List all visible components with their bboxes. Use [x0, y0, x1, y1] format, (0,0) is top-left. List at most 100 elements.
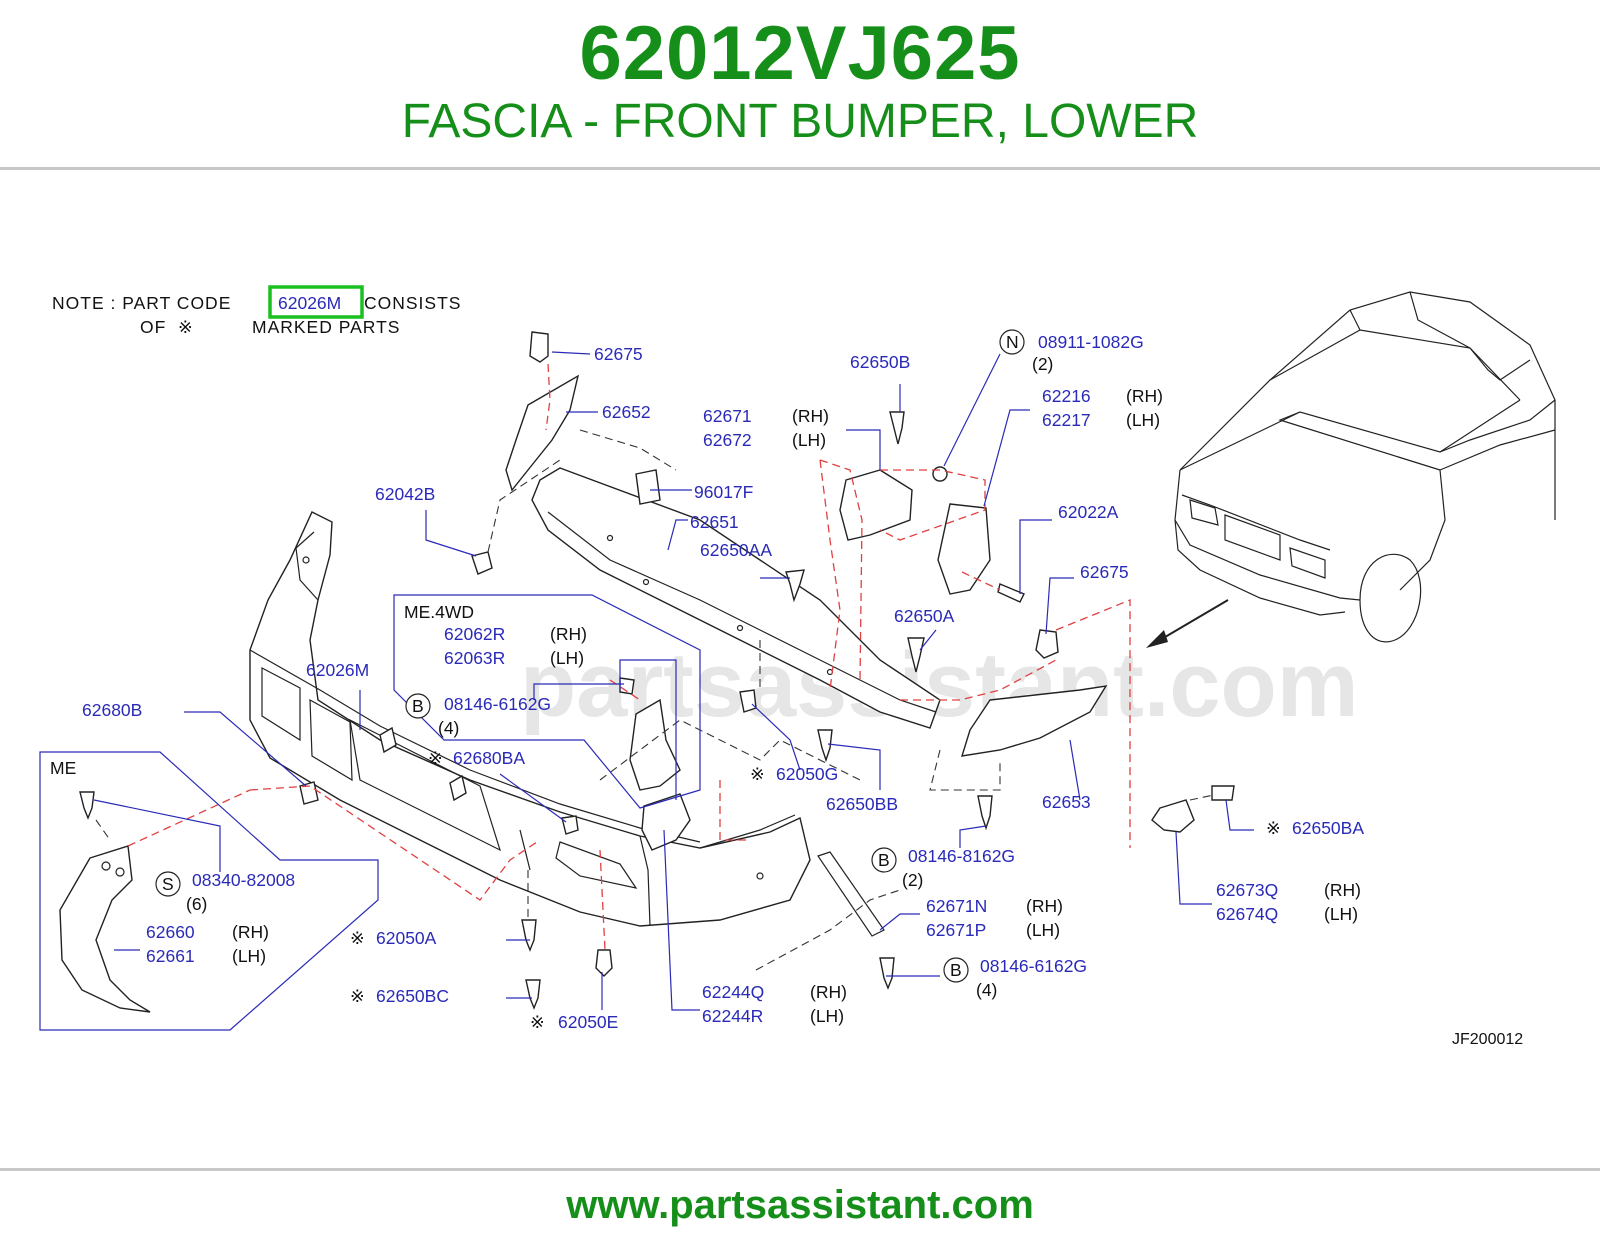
- label-62650BB[interactable]: 62650BB: [826, 794, 898, 814]
- clip-62680BA: [561, 815, 579, 835]
- box-me4wd-label: ME.4WD: [404, 602, 474, 622]
- label-62050A[interactable]: 62050A: [376, 928, 437, 948]
- label-62671N[interactable]: 62671N: [926, 896, 987, 916]
- label-62650B[interactable]: 62650B: [850, 352, 910, 372]
- bolt-62650BB: [817, 729, 833, 763]
- label-62673Q[interactable]: 62673Q: [1216, 880, 1278, 900]
- side-fascia-62653: [961, 685, 1108, 757]
- label-62650BA[interactable]: 62650BA: [1292, 818, 1364, 838]
- clip-96017F: [635, 469, 661, 505]
- label-62675-top[interactable]: 62675: [594, 344, 643, 364]
- page-header: 62012VJ625 FASCIA - FRONT BUMPER, LOWER: [0, 0, 1600, 170]
- label-62244Q[interactable]: 62244Q: [702, 982, 764, 1002]
- note-line2-of: OF: [140, 317, 166, 337]
- bolt-08146-8162G: [977, 795, 993, 831]
- label-62671P[interactable]: 62671P: [926, 920, 986, 940]
- label-62217-side: (LH): [1126, 410, 1160, 430]
- mud-guard-62660: [59, 845, 151, 1013]
- label-08340-82008[interactable]: 08340-82008: [192, 870, 295, 890]
- fastener-type-b-circle-1: [405, 693, 431, 719]
- label-62672[interactable]: 62672: [703, 430, 752, 450]
- label-62216-side: (RH): [1126, 386, 1163, 406]
- label-08146-6162G-lower[interactable]: 08146-6162G: [980, 956, 1087, 976]
- clip-62042B: [471, 551, 493, 575]
- label-62650BC[interactable]: 62650BC: [376, 986, 449, 1006]
- box-me-label: ME: [50, 758, 76, 778]
- label-62244R[interactable]: 62244R: [702, 1006, 763, 1026]
- label-08146-8162G[interactable]: 08146-8162G: [908, 846, 1015, 866]
- bolt-62650AA: [785, 569, 805, 603]
- label-62650AA[interactable]: 62650AA: [700, 540, 772, 560]
- mark-62050G: ※: [750, 764, 765, 784]
- label-62050E[interactable]: 62050E: [558, 1012, 618, 1032]
- fastener-type-b-2: B: [878, 850, 890, 870]
- bracket-62673Q: [1151, 799, 1195, 833]
- label-62042B[interactable]: 62042B: [375, 484, 435, 504]
- box-me: [39, 751, 379, 1031]
- label-62680B[interactable]: 62680B: [82, 700, 142, 720]
- footer-website-link[interactable]: www.partsassistant.com: [566, 1183, 1034, 1227]
- bracket-62244Q: [641, 793, 691, 851]
- label-08146-6162G-upper[interactable]: 08146-6162G: [444, 694, 551, 714]
- label-08911-1082G[interactable]: 08911-1082G: [1038, 332, 1144, 352]
- bolt-62650B: [889, 411, 905, 445]
- label-96017F[interactable]: 96017F: [694, 482, 753, 502]
- bolt-62650BC: [525, 979, 541, 1010]
- label-62650A[interactable]: 62650A: [894, 606, 955, 626]
- note-line1-suffix: CONSISTS: [364, 293, 461, 313]
- label-62022A[interactable]: 62022A: [1058, 502, 1119, 522]
- label-62660[interactable]: 62660: [146, 922, 195, 942]
- label-62661-side: (LH): [232, 946, 266, 966]
- bumper-fascia-62026M: [249, 511, 811, 927]
- label-08146-6162G-upper-qty: (4): [438, 718, 459, 738]
- label-62675-right[interactable]: 62675: [1080, 562, 1129, 582]
- part-description-title: FASCIA - FRONT BUMPER, LOWER: [401, 95, 1199, 148]
- fastener-type-n-circle: [999, 329, 1025, 355]
- parts-diagram: partsassistant.com NOTE : PART CODE 6202…: [39, 285, 1556, 1048]
- label-62660-side: (RH): [232, 922, 269, 942]
- note-marker-symbol: ※: [178, 317, 194, 337]
- diagram-code: JF200012: [1452, 1031, 1523, 1048]
- screw-08340-82008: [79, 791, 95, 820]
- label-62244Q-side: (RH): [810, 982, 847, 1002]
- label-62050G[interactable]: 62050G: [776, 764, 838, 784]
- assembly-lines: [95, 363, 1215, 971]
- bolt-62050A: [521, 919, 537, 952]
- clip-62675-right: [1035, 629, 1059, 659]
- label-62671N-side: (RH): [1026, 896, 1063, 916]
- label-62661[interactable]: 62661: [146, 946, 195, 966]
- label-62653[interactable]: 62653: [1042, 792, 1091, 812]
- label-62651[interactable]: 62651: [690, 512, 739, 532]
- stay-62671: [839, 469, 913, 541]
- label-62244R-side: (LH): [810, 1006, 844, 1026]
- label-62671[interactable]: 62671: [703, 406, 752, 426]
- label-62671P-side: (LH): [1026, 920, 1060, 940]
- bolt-08146-6162G-lower: [879, 957, 895, 990]
- label-62674Q-side: (LH): [1324, 904, 1358, 924]
- label-62671-side: (RH): [792, 406, 829, 426]
- bolt-62650BA: [1211, 785, 1235, 801]
- label-62063R[interactable]: 62063R: [444, 648, 505, 668]
- label-62026M[interactable]: 62026M: [306, 660, 369, 680]
- label-62062R[interactable]: 62062R: [444, 624, 505, 644]
- stay-62671N: [817, 851, 885, 937]
- note-highlight-code[interactable]: 62026M: [278, 293, 341, 313]
- label-62216[interactable]: 62216: [1042, 386, 1091, 406]
- part-number-title: 62012VJ625: [579, 11, 1021, 96]
- label-08340-qty: (6): [186, 894, 207, 914]
- clip-62680B: [299, 781, 319, 805]
- header-divider: [0, 167, 1600, 170]
- label-62674Q[interactable]: 62674Q: [1216, 904, 1278, 924]
- leader-lines: [93, 351, 1254, 1011]
- nut-08911-1082G: [932, 466, 948, 482]
- label-62672-side: (LH): [792, 430, 826, 450]
- clip-62675-top: [529, 331, 549, 363]
- label-62652[interactable]: 62652: [602, 402, 651, 422]
- bracket-62652: [505, 374, 580, 492]
- note-code-highlight: [268, 285, 364, 319]
- note-line2-marked: MARKED PARTS: [252, 317, 400, 337]
- label-62680BA[interactable]: 62680BA: [453, 748, 525, 768]
- fastener-type-s: S: [162, 874, 174, 894]
- fastener-type-b-circle-3: [943, 957, 969, 983]
- label-62217[interactable]: 62217: [1042, 410, 1091, 430]
